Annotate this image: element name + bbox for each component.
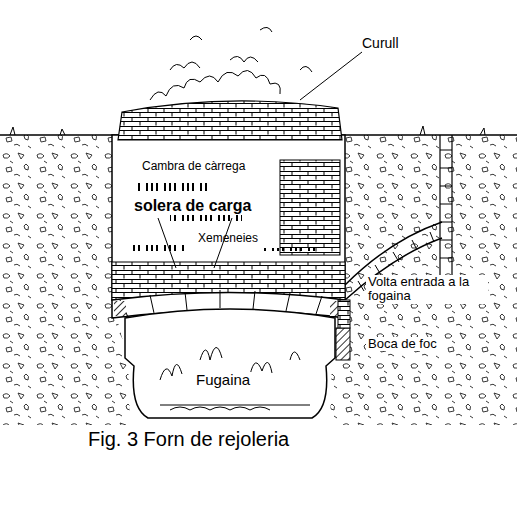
part-label: Boca de foc [366, 337, 439, 351]
part-label: Cambra de càrrega [142, 160, 245, 173]
part-label: Volta entrada a la fogaina [366, 275, 488, 304]
part-label: solera de carga [132, 197, 253, 215]
part-label: Xemeneies [198, 232, 258, 245]
part-label: Fugaina [194, 372, 252, 389]
figure-caption: Fig. 3 Forn de rejoleria [88, 428, 289, 450]
part-label: Curull [362, 36, 399, 51]
